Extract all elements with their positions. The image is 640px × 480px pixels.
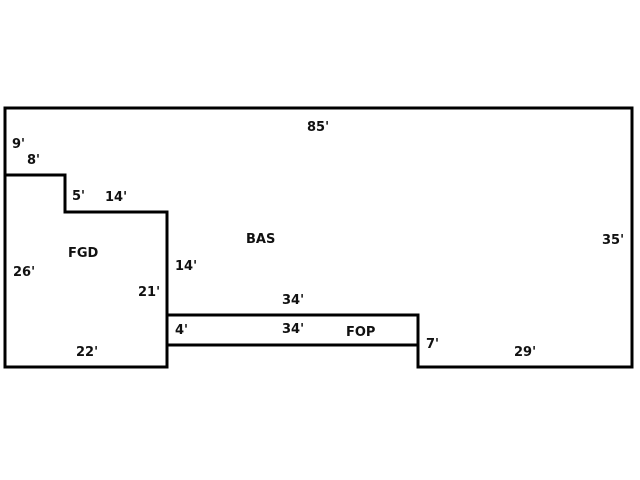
dim-bas-inner: 14' xyxy=(175,259,198,274)
dim-fop-bottom: 34' xyxy=(282,322,305,337)
bas-outline xyxy=(3,106,634,369)
dim-left-upper: 9' xyxy=(12,137,26,152)
dim-right-side: 35' xyxy=(602,233,625,248)
dim-fgd-left: 26' xyxy=(13,265,36,280)
dim-fop-side: 4' xyxy=(175,323,189,338)
fop-outline xyxy=(165,313,420,347)
area-label-bas: BAS xyxy=(246,232,276,247)
dim-step-run: 14' xyxy=(105,190,128,205)
dim-fgd-bottom: 22' xyxy=(76,345,99,360)
area-label-fgd: FGD xyxy=(68,246,99,261)
dim-step-top: 8' xyxy=(27,153,41,168)
dim-fop-top: 34' xyxy=(282,293,305,308)
dim-step-drop: 5' xyxy=(72,189,86,204)
dim-right-drop: 7' xyxy=(426,337,440,352)
dim-bottom-right: 29' xyxy=(514,345,537,360)
fgd-outline xyxy=(3,173,169,369)
area-label-fop: FOP xyxy=(346,325,376,340)
dim-fgd-right: 21' xyxy=(138,285,161,300)
dim-top: 85' xyxy=(307,120,330,135)
